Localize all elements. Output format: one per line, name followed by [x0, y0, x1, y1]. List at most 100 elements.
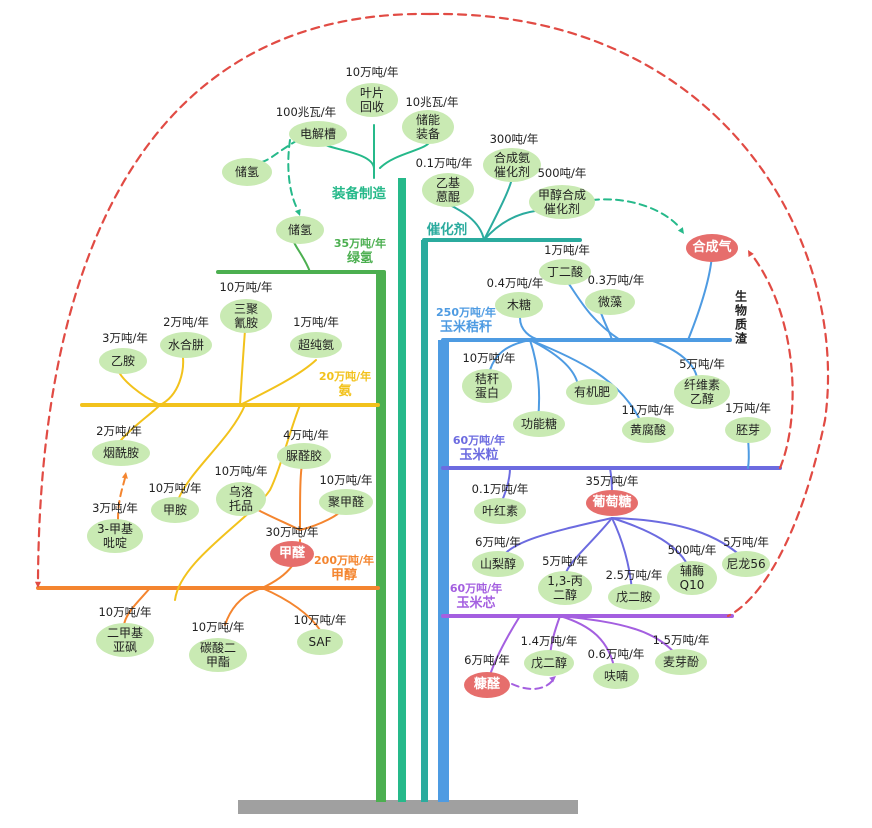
arrow-biomass-head: [748, 250, 754, 257]
capacity-label-n13: 1万吨/年: [293, 315, 339, 329]
node-n12: 乙胺: [99, 348, 147, 374]
capacity-label-n40: 6万吨/年: [464, 653, 510, 667]
capacity-label-n11: 2万吨/年: [163, 315, 209, 329]
trunk-teal: [398, 178, 406, 802]
node-n2: 电解槽: [289, 121, 347, 147]
capacity-label-n26: 0.3万吨/年: [587, 273, 645, 287]
node-n35: 山梨醇: [472, 551, 524, 577]
twig-24: [519, 317, 541, 341]
branch-name: 氨: [338, 384, 352, 399]
twig-19: [224, 587, 263, 626]
capacity-label-n37: 2.5万吨/年: [605, 568, 663, 582]
twig-29: [529, 339, 641, 421]
dash-arc-left: [36, 12, 432, 582]
twig-35: [564, 517, 613, 576]
twig-13: [174, 404, 301, 601]
node-n26: 微藻: [585, 289, 635, 315]
node-n33: 叶红素: [474, 498, 526, 524]
node-n27: 秸秆 蛋白: [462, 369, 512, 403]
capacity-label-n39: 5万吨/年: [723, 535, 769, 549]
arrow-h2-b-head: [294, 209, 301, 216]
node-n25: 木糖: [495, 292, 543, 318]
node-n42: 呋喃: [593, 663, 639, 689]
branch-name: 玉米秸秆: [439, 320, 493, 335]
capacity-label-n2: 100兆瓦/年: [275, 105, 337, 119]
capacity-label-n33: 0.1万吨/年: [471, 482, 529, 496]
branch-capacity: 35万吨/年: [333, 237, 387, 250]
dash-syngas: [591, 198, 681, 229]
capacity-label-n32: 1万吨/年: [725, 401, 771, 415]
twig-8: [239, 329, 246, 406]
capacity-label-n42: 0.6万吨/年: [587, 647, 645, 661]
node-n4: 储氢: [222, 158, 272, 186]
branch-name: 绿氢: [346, 251, 374, 266]
capacity-label-n38: 500吨/年: [667, 543, 717, 557]
branch-label-yellow: 20万吨/年氨: [319, 369, 371, 399]
node-n1: 叶片 回收: [346, 83, 398, 117]
twig-42: [489, 615, 521, 676]
arrow-syngas-head: [677, 227, 684, 234]
branch-label-purple: 60万吨/年玉米芯: [450, 581, 502, 611]
twig-11: [239, 359, 317, 406]
capacity-label-n7: 300吨/年: [489, 132, 539, 146]
node-n21: 二甲基 亚砜: [96, 623, 154, 657]
branch-name: 玉米芯: [456, 596, 496, 611]
twig-9: [159, 357, 185, 406]
dash-methylpyridine: [117, 477, 126, 521]
capacity-label-n21: 10万吨/年: [98, 605, 152, 619]
node-n37: 戊二胺: [608, 584, 660, 610]
twig-21: [123, 587, 151, 626]
node-n17: 甲胺: [151, 497, 199, 523]
node-n28: 有机肥: [566, 379, 618, 405]
capacity-label-n15: 4万吨/年: [283, 428, 329, 442]
arrow-left-arc-head: [34, 581, 42, 588]
node-n20: 甲醛: [270, 541, 314, 567]
arrow-methylpyridine-head: [121, 472, 128, 479]
capacity-label-n23: 10万吨/年: [293, 613, 347, 627]
ground-bar: [238, 800, 578, 814]
dash-arc-right: [428, 12, 830, 618]
twig-14: [177, 404, 246, 501]
node-n10: 三聚 氰胺: [220, 299, 272, 333]
capacity-label-n20: 30万吨/年: [265, 525, 319, 539]
dash-furfural: [511, 679, 554, 690]
node-n11: 水合肼: [160, 332, 212, 358]
node-n22: 碳酸二 甲酯: [189, 638, 247, 672]
capacity-label-n16: 10万吨/年: [214, 464, 268, 478]
trunk-green: [376, 272, 386, 802]
twig-30: [649, 339, 698, 379]
twig-20: [261, 587, 321, 631]
trunk-label-teal: 装备制造: [332, 186, 386, 202]
node-n36: 1,3-丙 二醇: [538, 571, 592, 605]
capacity-label-n31: 11万吨/年: [621, 403, 675, 417]
branch-capacity: 200万吨/年: [314, 554, 374, 567]
twig-40: [559, 615, 616, 673]
capacity-label-n1: 10万吨/年: [345, 65, 399, 79]
capacity-label-n3: 10兆瓦/年: [405, 95, 459, 109]
branch-capacity: 250万吨/年: [436, 306, 496, 319]
trunk-label-teal2: 催化剂: [426, 222, 468, 238]
node-n3: 储能 装备: [402, 110, 454, 144]
node-n13: 超纯氨: [290, 332, 342, 358]
capacity-label-n29: 5万吨/年: [679, 357, 725, 371]
node-n9: 合成气: [686, 234, 738, 262]
node-n38: 辅酶 Q10: [667, 561, 717, 595]
capacity-label-n41: 1.4万吨/年: [520, 634, 578, 648]
branch-name: 甲醇: [330, 568, 358, 583]
capacity-label-n10: 10万吨/年: [219, 280, 273, 294]
capacity-label-n43: 1.5万吨/年: [652, 633, 710, 647]
branch-label-green: 35万吨/年绿氢: [334, 236, 386, 266]
capacity-label-n19: 3万吨/年: [92, 501, 138, 515]
arrow-furfural-head: [549, 676, 556, 683]
capacity-label-n24: 1万吨/年: [544, 243, 590, 257]
branch-capacity: 60万吨/年: [452, 434, 506, 447]
node-n30: 功能糖: [513, 411, 565, 437]
node-n5: 储氢: [276, 216, 324, 244]
twig-22: [687, 254, 713, 341]
node-n40: 糠醛: [464, 672, 510, 698]
branch-label-blue: 250万吨/年玉米秸秆: [436, 305, 496, 335]
capacity-label-n35: 6万吨/年: [475, 535, 521, 549]
node-n18: 聚甲醛: [319, 489, 373, 515]
node-n15: 脲醛胶: [277, 443, 331, 469]
